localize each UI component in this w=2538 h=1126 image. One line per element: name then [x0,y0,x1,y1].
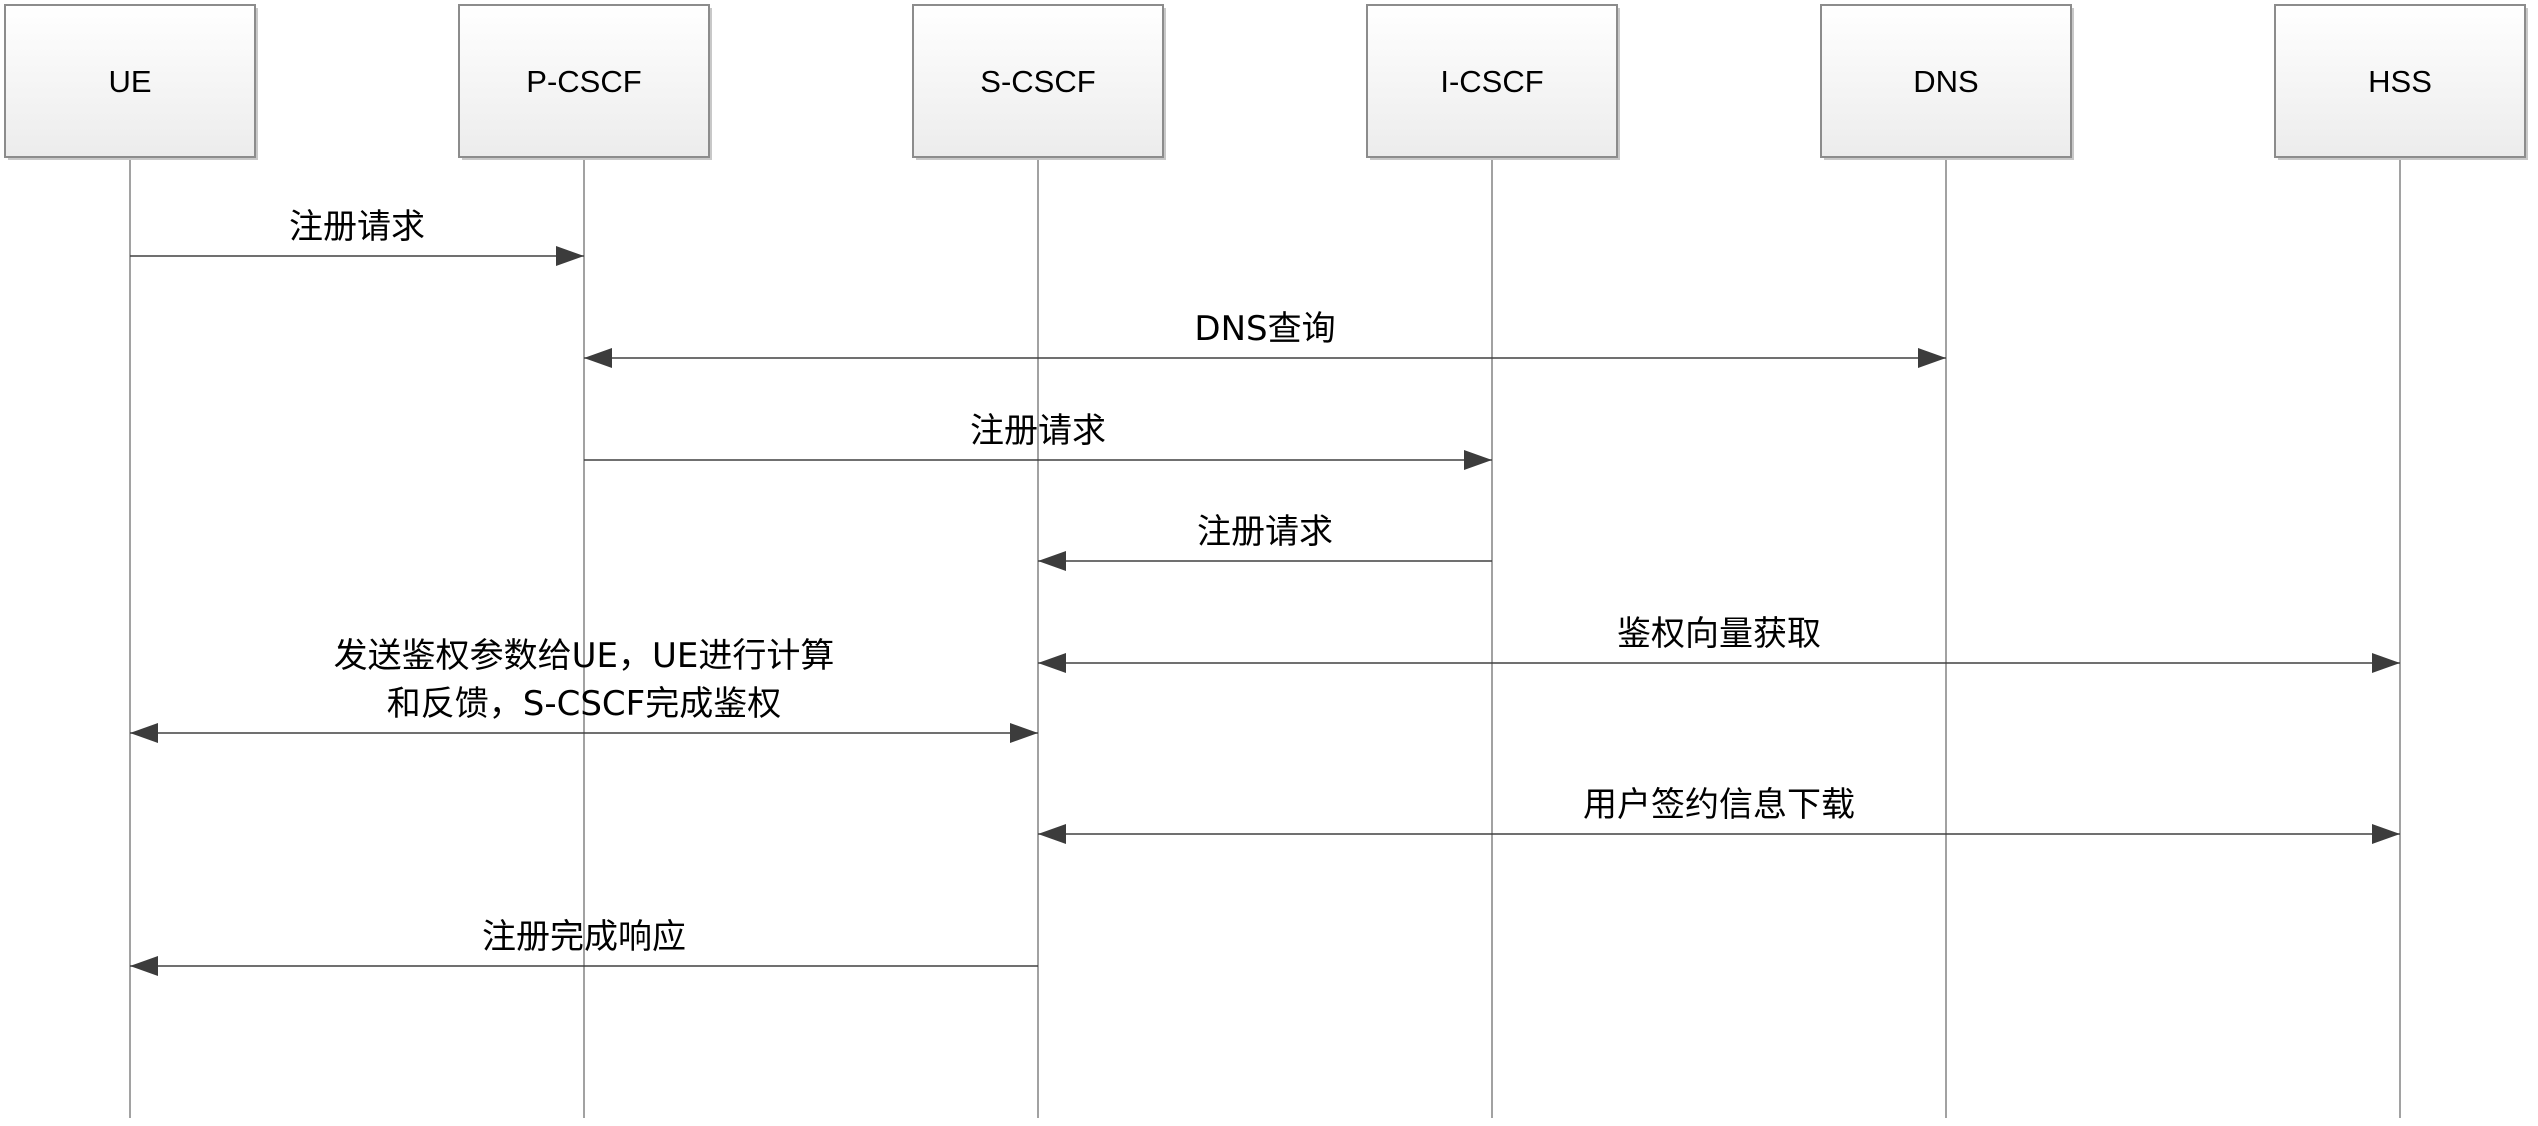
arrowhead-end [1918,348,1946,368]
arrowhead-start [1038,824,1066,844]
message-label: DNS查询 [1194,309,1335,349]
message-7: 用户签约信息下载 [1038,785,2400,844]
message-label: 注册请求 [970,411,1106,451]
message-label: 注册完成响应 [482,917,686,957]
participant-label: HSS [2368,64,2432,99]
message-label: 发送鉴权参数给UE，UE进行计算 [334,636,835,676]
arrowhead-start [130,723,158,743]
arrowhead-end [556,246,584,266]
message-label: 和反馈，S-CSCF完成鉴权 [387,684,781,724]
arrowhead-end [1038,551,1066,571]
message-label: 注册请求 [289,207,425,247]
participant-box [2274,4,2526,158]
message-1: 注册请求 [130,207,584,266]
participant-box [912,4,1164,158]
participant-box [1366,4,1618,158]
arrowhead-end [2372,824,2400,844]
participant-ue: UE [4,4,258,160]
arrowhead-end [1010,723,1038,743]
message-4: 注册请求 [1038,512,1492,571]
participant-label: P-CSCF [526,64,641,99]
participant-box [4,4,256,158]
participant-icscf: I-CSCF [1366,4,1620,160]
participant-label: I-CSCF [1440,64,1543,99]
message-label: 用户签约信息下载 [1583,785,1855,825]
arrowhead-end [130,956,158,976]
participant-box [1820,4,2072,158]
message-5: 鉴权向量获取 [1038,614,2400,673]
participant-hss: HSS [2274,4,2528,160]
message-label: 鉴权向量获取 [1617,614,1821,654]
arrowhead-end [1464,450,1492,470]
participant-box [458,4,710,158]
participant-label: S-CSCF [980,64,1095,99]
participant-label: UE [108,64,151,99]
message-2: DNS查询 [584,309,1946,368]
participant-label: DNS [1913,64,1978,99]
message-label: 注册请求 [1197,512,1333,552]
participant-pcscf: P-CSCF [458,4,712,160]
participant-dns: DNS [1820,4,2074,160]
participant-scscf: S-CSCF [912,4,1166,160]
arrowhead-end [2372,653,2400,673]
message-3: 注册请求 [584,411,1492,470]
arrowhead-start [584,348,612,368]
message-8: 注册完成响应 [130,917,1038,976]
arrowhead-start [1038,653,1066,673]
